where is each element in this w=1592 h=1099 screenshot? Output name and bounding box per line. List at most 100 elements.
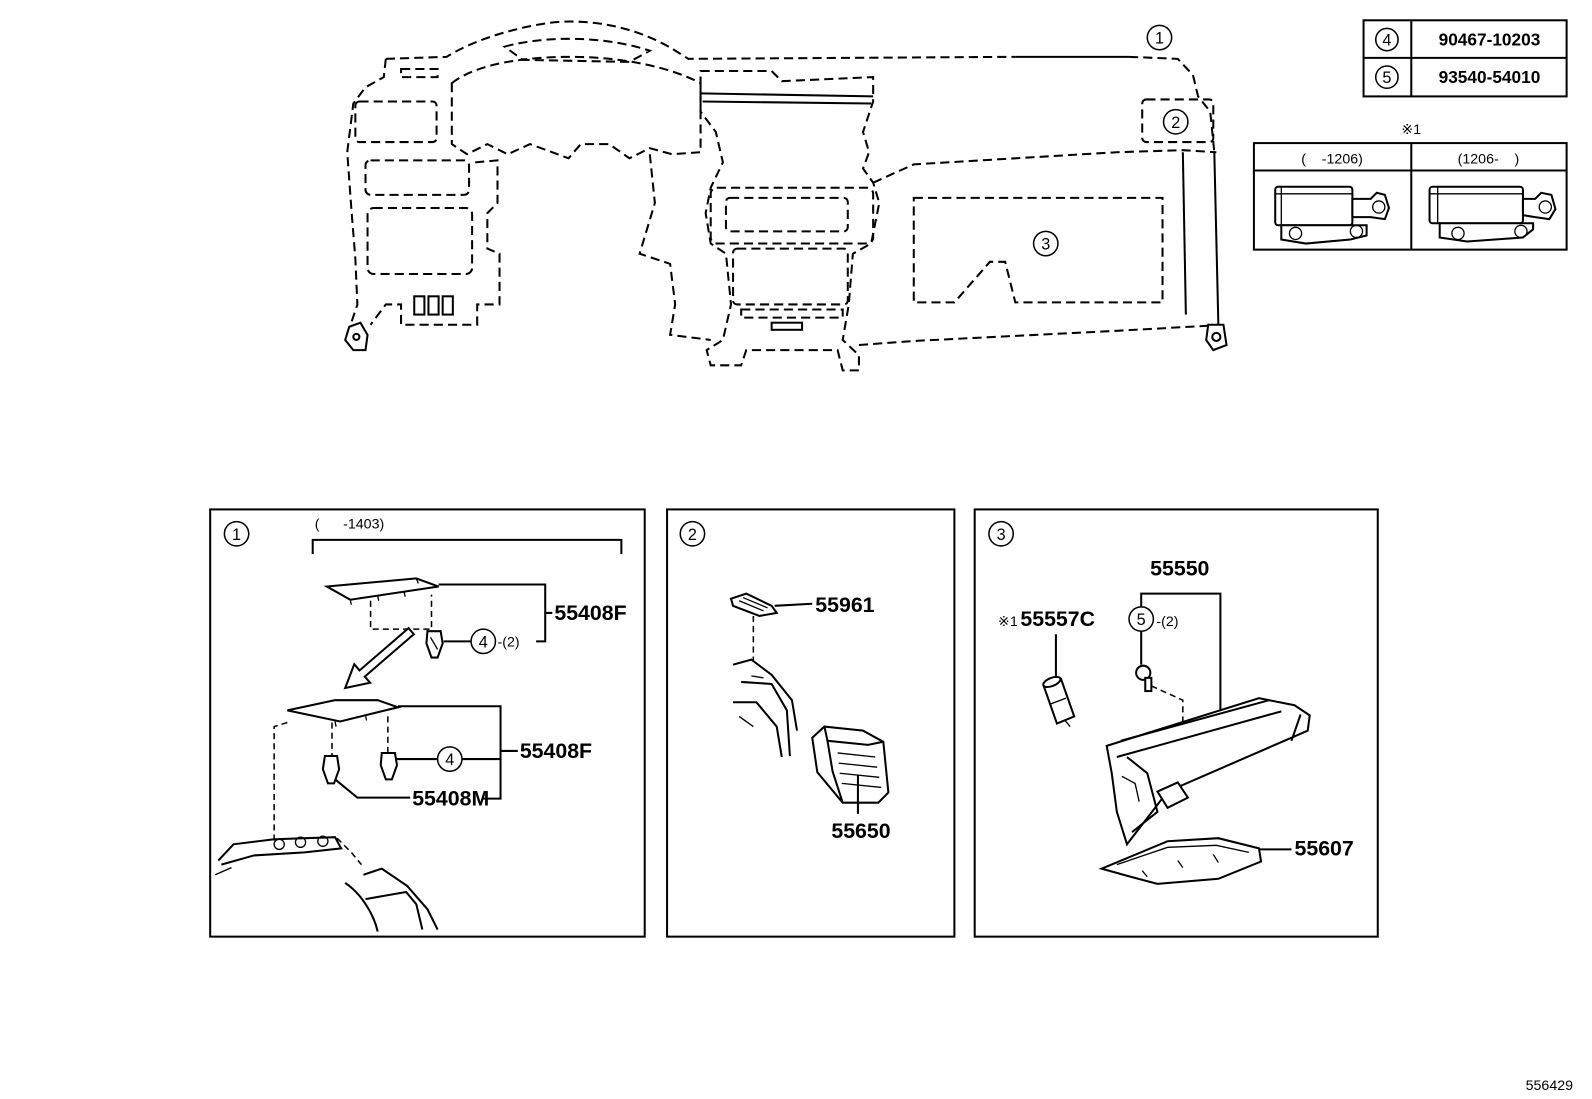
upper-qty: -(2) bbox=[498, 634, 520, 650]
parts-table: 4 90467-10203 5 93540-54010 bbox=[1362, 19, 1568, 98]
right-dash-upper-edge bbox=[872, 149, 1217, 184]
lower-console-switch bbox=[770, 321, 804, 331]
upper-cover-panel bbox=[323, 577, 439, 601]
dashboard-top-detail bbox=[502, 37, 653, 63]
panel-2-callout: 2 bbox=[679, 520, 706, 547]
lower-part-number: 55408F bbox=[520, 739, 592, 763]
diagram-id: 556429 bbox=[1526, 1078, 1574, 1094]
detail-panel-3: 3 55550 5 -(2) ※1 55557C bbox=[973, 508, 1379, 938]
left-lower-panel-upper bbox=[364, 159, 471, 196]
cover-part-number: 55607 bbox=[1295, 836, 1354, 860]
dashboard-bottom-edge bbox=[858, 324, 1209, 347]
parts-row-5: 5 93540-54010 bbox=[1374, 65, 1541, 90]
parts-row-part-no: 90467-10203 bbox=[1439, 30, 1541, 50]
variant-note: ※1 bbox=[1401, 122, 1421, 138]
damper bbox=[1042, 675, 1076, 728]
callout-3: 3 bbox=[1032, 230, 1059, 257]
left-lower-panel bbox=[366, 207, 474, 276]
left-mount-hole bbox=[352, 332, 361, 341]
center-vent-frame bbox=[709, 186, 875, 245]
lower-ref-4: 4 bbox=[436, 746, 463, 772]
glove-box-lower-cover bbox=[1098, 837, 1263, 885]
assembly-part-number: 55550 bbox=[1150, 556, 1209, 580]
variant-header-late: (1206- ) bbox=[1458, 151, 1520, 167]
parts-row-ref: 5 bbox=[1382, 69, 1391, 87]
instrument-cluster-hood bbox=[450, 55, 702, 160]
damper-early-drawing bbox=[1274, 185, 1391, 245]
center-top-vent-line bbox=[700, 92, 874, 105]
center-vent bbox=[724, 196, 849, 233]
damper-late-drawing bbox=[1428, 185, 1557, 243]
panel-1-range: ( -1403) bbox=[315, 517, 384, 533]
switch-1 bbox=[413, 295, 426, 316]
right-vent bbox=[1141, 98, 1215, 144]
screw-ref-label: 5 bbox=[1137, 611, 1146, 629]
panel-2-callout-label: 2 bbox=[688, 526, 697, 544]
upper-ref-4: 4 bbox=[470, 628, 497, 655]
upper-cover-tabs bbox=[349, 578, 419, 605]
left-column bbox=[369, 159, 501, 326]
upper-leader bbox=[438, 583, 553, 643]
dashboard-outline-left bbox=[346, 20, 1016, 324]
callout-1-label: 1 bbox=[1155, 30, 1164, 48]
variant-table: ※1 ( -1206) (1206- ) bbox=[1252, 122, 1568, 251]
upper-cover-guide bbox=[369, 594, 433, 630]
dashboard-overview: 1 2 3 bbox=[344, 20, 1228, 372]
switch-3 bbox=[441, 295, 454, 316]
assembly-arrow bbox=[343, 626, 416, 690]
bezel-part-number: 55961 bbox=[815, 593, 874, 617]
damper-part-number: 55557C bbox=[1020, 607, 1095, 631]
side-vent bbox=[811, 725, 890, 804]
parts-row-part-no: 93540-54010 bbox=[1439, 67, 1541, 87]
panel-2-dashboard-section bbox=[732, 658, 799, 758]
panel-1-callout-label: 1 bbox=[232, 526, 241, 544]
left-mount-foot bbox=[344, 321, 369, 352]
screw-guide bbox=[1151, 685, 1184, 784]
glove-box-latch bbox=[1155, 781, 1190, 810]
right-mount-hole bbox=[1211, 331, 1222, 342]
lower-ref-label: 4 bbox=[445, 751, 454, 769]
vent-part-number: 55650 bbox=[831, 819, 890, 843]
detail-panel-1: 1 ( -1403) 4 -(2) 55408F 4 55408F 55408M bbox=[209, 508, 646, 938]
left-top-slot bbox=[400, 67, 439, 79]
assembly-bracket bbox=[1140, 592, 1222, 711]
parts-row-ref: 4 bbox=[1382, 32, 1391, 50]
variant-header-early: ( -1206) bbox=[1301, 151, 1363, 167]
center-console-outline bbox=[699, 70, 881, 372]
panel-3-callout-label: 3 bbox=[997, 526, 1006, 544]
right-mount-foot bbox=[1205, 323, 1228, 352]
panel-1-callout: 1 bbox=[223, 520, 250, 547]
dashboard-outline-right bbox=[1128, 55, 1216, 153]
screw bbox=[1135, 664, 1153, 693]
panel-3-callout: 3 bbox=[988, 520, 1015, 547]
screw-qty: -(2) bbox=[1156, 614, 1178, 630]
lower-cover-guide bbox=[273, 716, 389, 843]
lower-clip-left bbox=[321, 754, 341, 785]
range-bracket bbox=[311, 538, 623, 555]
upper-part-number: 55408F bbox=[554, 601, 626, 625]
switch-2 bbox=[427, 295, 440, 316]
bezel-leader bbox=[774, 602, 813, 607]
center-lower-panel bbox=[638, 154, 711, 341]
glove-box-outline bbox=[912, 196, 1164, 304]
lower-clip-right bbox=[379, 751, 399, 781]
parts-row-4: 4 90467-10203 bbox=[1374, 27, 1541, 52]
screw-ref-5: 5 bbox=[1128, 606, 1155, 632]
callout-1: 1 bbox=[1146, 24, 1173, 51]
left-vent bbox=[354, 100, 438, 144]
vent-bezel bbox=[729, 592, 779, 618]
detail-panel-2: 2 55961 55650 bbox=[666, 508, 956, 938]
audio-unit bbox=[732, 247, 849, 306]
upper-ref-label: 4 bbox=[479, 633, 488, 651]
panel-1-dashboard-section bbox=[214, 835, 439, 932]
damper-note: ※1 bbox=[998, 614, 1018, 630]
clip-part-number: 55408M bbox=[412, 787, 489, 811]
callout-3-label: 3 bbox=[1041, 236, 1050, 254]
right-side-pillar bbox=[1181, 152, 1220, 325]
glove-box bbox=[1105, 697, 1311, 847]
callout-2: 2 bbox=[1162, 108, 1189, 135]
callout-2-label: 2 bbox=[1171, 114, 1180, 132]
lower-console-bar bbox=[740, 308, 844, 319]
lower-cover-panel bbox=[287, 699, 402, 723]
